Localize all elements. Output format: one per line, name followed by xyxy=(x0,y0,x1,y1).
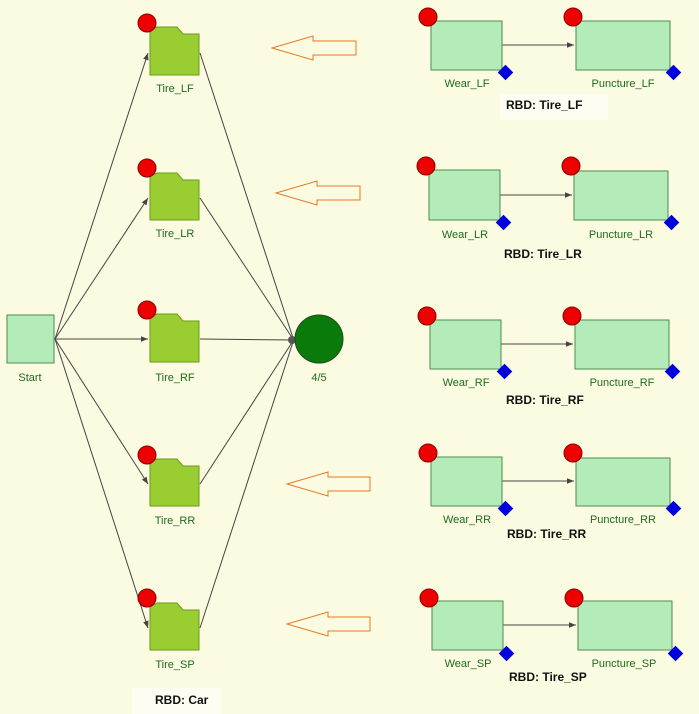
block-label: Puncture_SP xyxy=(592,658,657,670)
start-block[interactable]: Start xyxy=(6,314,55,384)
block-label: Wear_SP xyxy=(445,658,492,670)
failure-marker xyxy=(137,300,157,320)
subdiagram-node-tire-rf[interactable]: Tire_RF xyxy=(137,300,200,384)
connector-tire-lf-to-gate xyxy=(199,52,294,339)
sub-rbd-tire-lr: Wear_LR Puncture_LR RBD: Tire_LR xyxy=(416,156,680,261)
failure-marker xyxy=(563,443,583,463)
sub-rbd-tire-rr: Wear_RR Puncture_RR RBD: Tire_RR xyxy=(418,443,682,541)
sub-rbd-caption: RBD: Tire_RR xyxy=(507,527,586,541)
connector-start-to-tire-rr xyxy=(54,338,149,485)
folder-icon xyxy=(149,172,200,221)
connector-tire-lr-to-gate xyxy=(199,197,294,340)
block-puncture[interactable]: Puncture_LR xyxy=(561,156,680,241)
connector-tire-rr-to-gate xyxy=(199,340,294,485)
block-label: Puncture_RF xyxy=(590,377,655,389)
subdiagram-label: Tire_LF xyxy=(156,83,194,95)
connector-tire-rf-to-gate xyxy=(199,338,294,341)
block-label: Puncture_RR xyxy=(590,514,656,526)
subdiagram-label: Tire_SP xyxy=(155,659,194,671)
failure-marker xyxy=(418,7,438,27)
folder-icon xyxy=(149,458,200,507)
sub-rbd-tire-rf: Wear_RF Puncture_RF RBD: Tire_RF xyxy=(417,306,681,407)
connector-tire-sp-to-gate xyxy=(199,341,294,629)
folder-icon xyxy=(149,313,200,363)
block-wear[interactable]: Wear_LR xyxy=(416,156,512,241)
failure-marker xyxy=(416,156,436,176)
sub-rbd-caption: RBD: Tire_RF xyxy=(506,393,584,407)
subdiagram-label: Tire_RF xyxy=(155,372,195,384)
failure-marker xyxy=(562,306,582,326)
failure-marker xyxy=(564,588,584,608)
block-puncture[interactable]: Puncture_LF xyxy=(563,7,682,90)
sub-rbd-caption: RBD: Tire_SP xyxy=(509,670,587,684)
subdiagram-node-tire-rr[interactable]: Tire_RR xyxy=(137,445,200,527)
failure-marker xyxy=(419,588,439,608)
block-label: Wear_RF xyxy=(443,377,490,389)
main-diagram-caption: RBD: Car xyxy=(155,693,209,707)
main-caption-underline xyxy=(132,688,222,714)
gate-label: 4/5 xyxy=(311,372,326,384)
maintenance-marker xyxy=(663,214,680,231)
sub-rbd-caption: RBD: Tire_LR xyxy=(504,247,582,261)
block-wear[interactable]: Wear_RF xyxy=(417,306,513,389)
folder-icon xyxy=(149,602,200,651)
block-puncture[interactable]: Puncture_RF xyxy=(562,306,681,389)
caption-highlight xyxy=(500,94,608,120)
block-label: Puncture_LR xyxy=(589,229,653,241)
connector-start-to-tire-lr xyxy=(54,197,149,340)
block-label: Wear_RR xyxy=(443,514,491,526)
block-puncture[interactable]: Puncture_RR xyxy=(563,443,682,526)
expand-arrow-icon xyxy=(285,611,371,637)
block-label: Wear_LF xyxy=(444,78,489,90)
failure-marker xyxy=(417,306,437,326)
failure-marker xyxy=(563,7,583,27)
subdiagram-node-tire-lr[interactable]: Tire_LR xyxy=(137,158,200,240)
failure-marker xyxy=(418,443,438,463)
failure-marker xyxy=(137,158,157,178)
block-label: Puncture_LF xyxy=(592,78,655,90)
connector-start-to-tire-lf xyxy=(54,52,149,340)
gate-input-port xyxy=(288,336,296,344)
failure-marker xyxy=(137,588,157,608)
sub-rbd-caption: RBD: Tire_LF xyxy=(506,98,582,112)
folder-icon xyxy=(149,26,200,76)
block-wear[interactable]: Wear_LF xyxy=(418,7,514,90)
block-puncture[interactable]: Puncture_SP xyxy=(564,588,684,670)
sub-rbd-tire-sp: Wear_SP Puncture_SP RBD: Tire_SP xyxy=(419,588,684,684)
gate-node xyxy=(294,314,344,364)
kofn-gate[interactable]: 4/5 xyxy=(288,314,344,384)
block-wear[interactable]: Wear_RR xyxy=(418,443,514,526)
maintenance-marker xyxy=(495,214,512,231)
subdiagram-label: Tire_RR xyxy=(155,515,196,527)
connector-start-to-tire-sp xyxy=(54,338,149,629)
block-wear[interactable]: Wear_SP xyxy=(419,588,515,670)
failure-marker xyxy=(137,13,157,33)
expand-arrow-icon xyxy=(285,471,371,497)
subdiagram-node-tire-lf[interactable]: Tire_LF xyxy=(137,13,200,95)
expand-arrow-icon xyxy=(274,180,361,206)
maintenance-marker xyxy=(667,645,684,662)
subdiagram-label: Tire_LR xyxy=(156,228,195,240)
start-label: Start xyxy=(18,372,41,384)
sub-rbd-tire-lf: Wear_LF Puncture_LF RBD: Tire_LF xyxy=(418,7,682,120)
block-label: Wear_LR xyxy=(442,229,488,241)
failure-marker xyxy=(561,156,581,176)
main-connectors xyxy=(54,52,294,629)
failure-marker xyxy=(137,445,157,465)
subdiagram-node-tire-sp[interactable]: Tire_SP xyxy=(137,588,200,671)
expand-arrow-icon xyxy=(270,35,357,61)
